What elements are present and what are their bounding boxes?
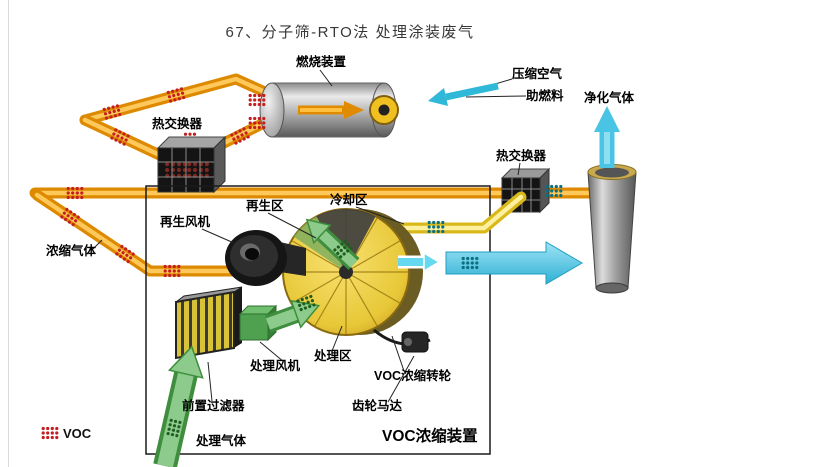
- combustion-device: [248, 82, 399, 138]
- process-gas-inlet-arrow: [153, 345, 204, 467]
- leader-lines: [91, 69, 521, 403]
- voc-unit-box: [145, 185, 491, 455]
- flame-arrow: [344, 101, 364, 119]
- label-voc-rotor: VOC浓缩转轮: [374, 368, 452, 383]
- exhaust-stack: [587, 164, 637, 294]
- label-treatment-zone: 处理区: [313, 348, 352, 363]
- label-compressed-air: 压缩空气: [512, 66, 563, 81]
- label-treatment-fan: 处理风机: [249, 358, 301, 373]
- process-flow-arrow-mid: [264, 294, 321, 333]
- pre-filter: [175, 286, 243, 360]
- rotor-exit-arrow: [398, 251, 441, 273]
- legend-voc-text: VOC: [63, 426, 92, 441]
- voc-dots: [248, 93, 266, 107]
- regeneration-fan: [225, 230, 306, 286]
- voc-legend: VOC: [41, 426, 92, 441]
- label-fuel: 助燃料: [526, 88, 564, 103]
- page-left-border: [8, 0, 9, 467]
- regen-flow-arrow: [305, 218, 360, 270]
- label-unit-title: VOC浓缩装置: [382, 426, 478, 445]
- clean-gas-arrow: [594, 106, 620, 168]
- label-combustion-device: 燃烧装置: [296, 54, 347, 69]
- rotor-regen-sector: [293, 216, 346, 272]
- label-cooling-zone: 冷却区: [330, 192, 368, 207]
- label-regeneration-zone: 再生区: [246, 198, 284, 213]
- page-title: 67、分子筛-RTO法 处理涂装废气: [225, 24, 475, 41]
- label-concentrated-gas: 浓缩气体: [46, 243, 97, 258]
- rotor-outlet-pipe: [384, 191, 527, 234]
- label-pre-filter: 前置过滤器: [182, 398, 245, 413]
- label-regeneration-fan: 再生风机: [160, 214, 211, 229]
- treated-air-arrow: [445, 241, 583, 285]
- label-clean-gas: 净化气体: [584, 90, 635, 105]
- heat-exchanger-left: [156, 135, 227, 194]
- label-heat-exchanger-right: 热交换器: [496, 148, 547, 163]
- legend-voc-dots-icon: [41, 426, 59, 440]
- air-fuel-arrow: [428, 78, 527, 106]
- gear-motor: [373, 328, 431, 353]
- label-heat-exchanger-left: 热交换器: [152, 116, 203, 131]
- label-gear-motor: 齿轮马达: [352, 398, 403, 413]
- label-process-gas: 处理气体: [195, 433, 247, 448]
